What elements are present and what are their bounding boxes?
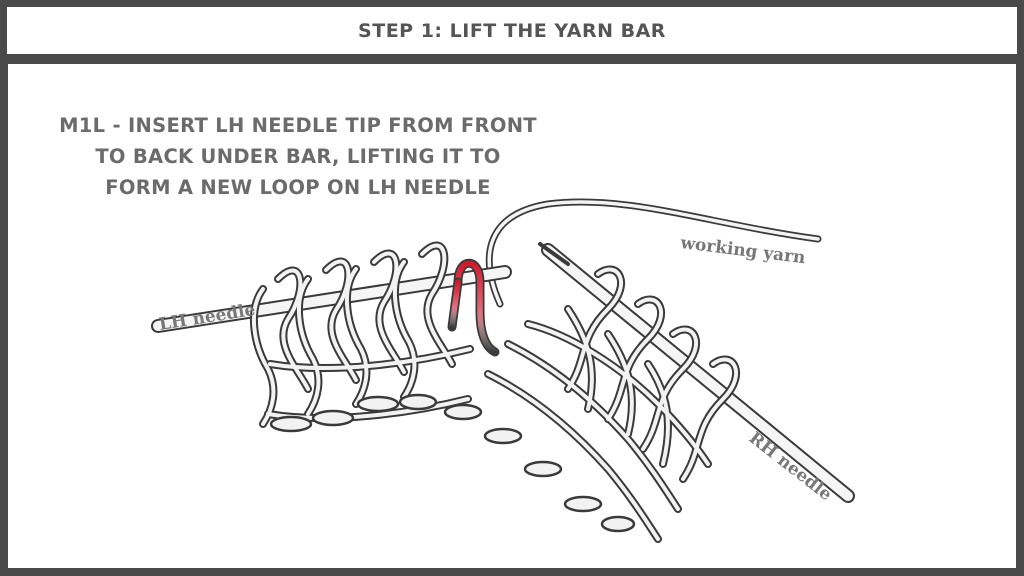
rh-needle [538, 242, 855, 503]
lh-needle [151, 265, 512, 333]
illustration-panel: M1L - INSERT LH NEEDLE TIP FROM FRONT TO… [8, 64, 1016, 568]
instruction-line-1: M1L - INSERT LH NEEDLE TIP FROM FRONT [59, 114, 537, 137]
lifted-yarn-bar [447, 258, 500, 357]
instruction-line-3: FORM A NEW LOOP ON LH NEEDLE [105, 176, 491, 199]
instruction-text: M1L - INSERT LH NEEDLE TIP FROM FRONT TO… [48, 110, 548, 203]
working-yarn-label: working yarn [678, 233, 806, 268]
step-title: STEP 1: LIFT THE YARN BAR [358, 19, 666, 42]
step-header: STEP 1: LIFT THE YARN BAR [4, 4, 1020, 57]
rh-fabric [484, 265, 741, 543]
lh-needle-label: LH needle [158, 300, 257, 335]
lh-fabric [249, 241, 636, 533]
knitting-illustration: LH needle working yarn RH needle [151, 198, 855, 543]
instruction-line-2: TO BACK UNDER BAR, LIFTING IT TO [95, 145, 501, 168]
